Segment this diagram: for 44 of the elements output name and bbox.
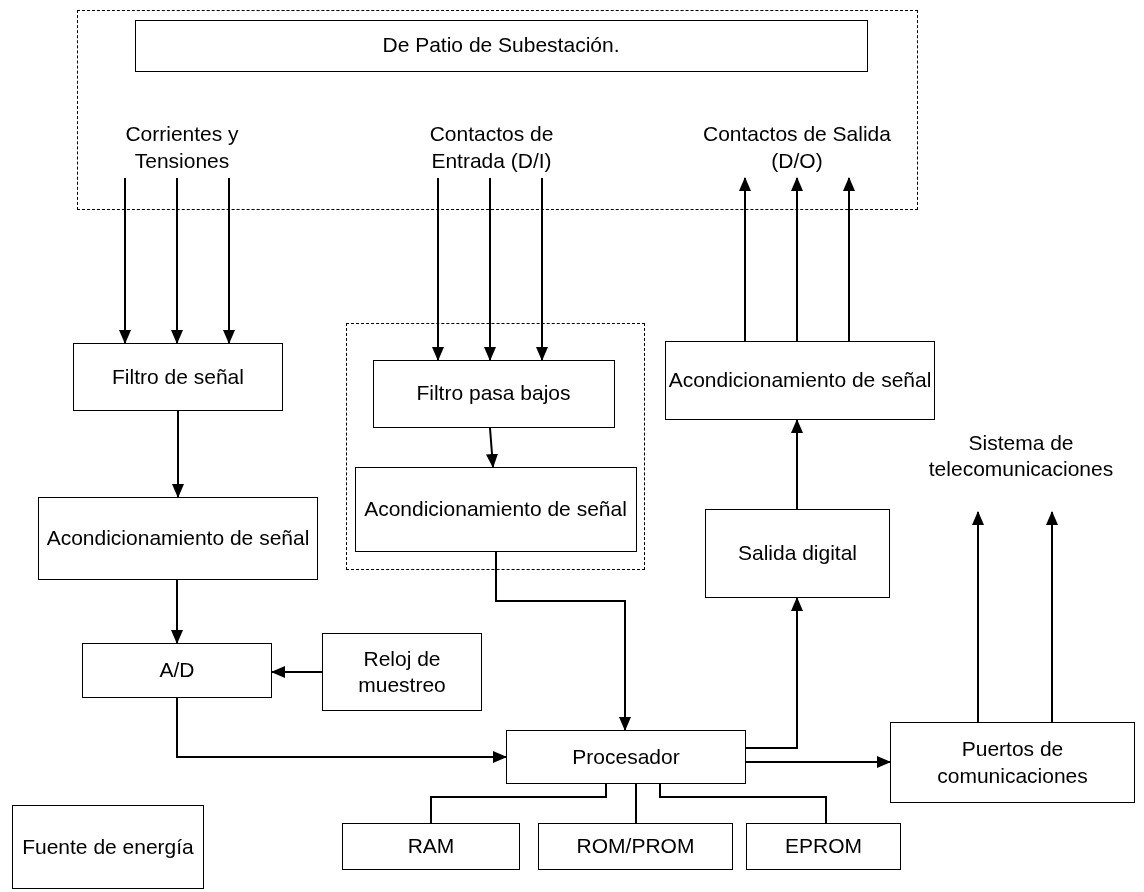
arrow — [223, 177, 235, 344]
process-box: Filtro de señal — [73, 343, 283, 411]
process-box: Reloj de muestreo — [322, 633, 482, 711]
arrow — [745, 756, 891, 768]
arrow — [1046, 511, 1058, 723]
process-box: De Patio de Subestación. — [134, 19, 868, 72]
arrow — [843, 177, 855, 342]
text-label: Contactos de Entrada (D/I) — [391, 117, 592, 178]
process-box: Acondicionamiento de señal — [665, 341, 935, 420]
arrow — [171, 177, 183, 344]
process-box: Salida digital — [705, 509, 890, 598]
process-box: ROM/PROM — [538, 823, 733, 870]
process-box: Acondicionamiento de señal — [38, 497, 318, 580]
arrow — [119, 177, 131, 344]
connector-line — [430, 783, 607, 824]
arrow — [172, 410, 184, 498]
arrow — [171, 579, 183, 644]
arrow — [432, 177, 444, 361]
arrow — [486, 427, 498, 468]
process-box: A/D — [82, 643, 272, 698]
connector-line — [635, 783, 637, 824]
arrow — [791, 419, 803, 510]
arrow — [791, 177, 803, 342]
dashed-group-box — [346, 323, 645, 570]
arrow — [745, 597, 803, 749]
arrow — [536, 177, 548, 361]
arrow — [271, 666, 323, 678]
process-box: EPROM — [746, 823, 901, 870]
arrow — [972, 511, 984, 723]
process-box: Filtro pasa bajos — [372, 359, 615, 428]
connector-line — [659, 783, 827, 824]
process-box: Procesador — [506, 730, 746, 784]
text-label: Corrientes y Tensiones — [94, 117, 270, 178]
text-label: Sistema de telecomunicaciones — [898, 430, 1144, 512]
process-box: Fuente de energía — [12, 805, 204, 889]
process-box: RAM — [342, 823, 520, 870]
arrow — [495, 551, 631, 731]
arrow — [484, 177, 496, 361]
process-box: Puertos de comunicaciones — [890, 722, 1135, 803]
arrow — [176, 697, 507, 763]
text-label: Contactos de Salida (D/O) — [699, 117, 895, 178]
process-box: Acondicionamiento de señal — [354, 466, 637, 552]
arrow — [739, 177, 751, 342]
dashed-group-box — [77, 10, 918, 210]
